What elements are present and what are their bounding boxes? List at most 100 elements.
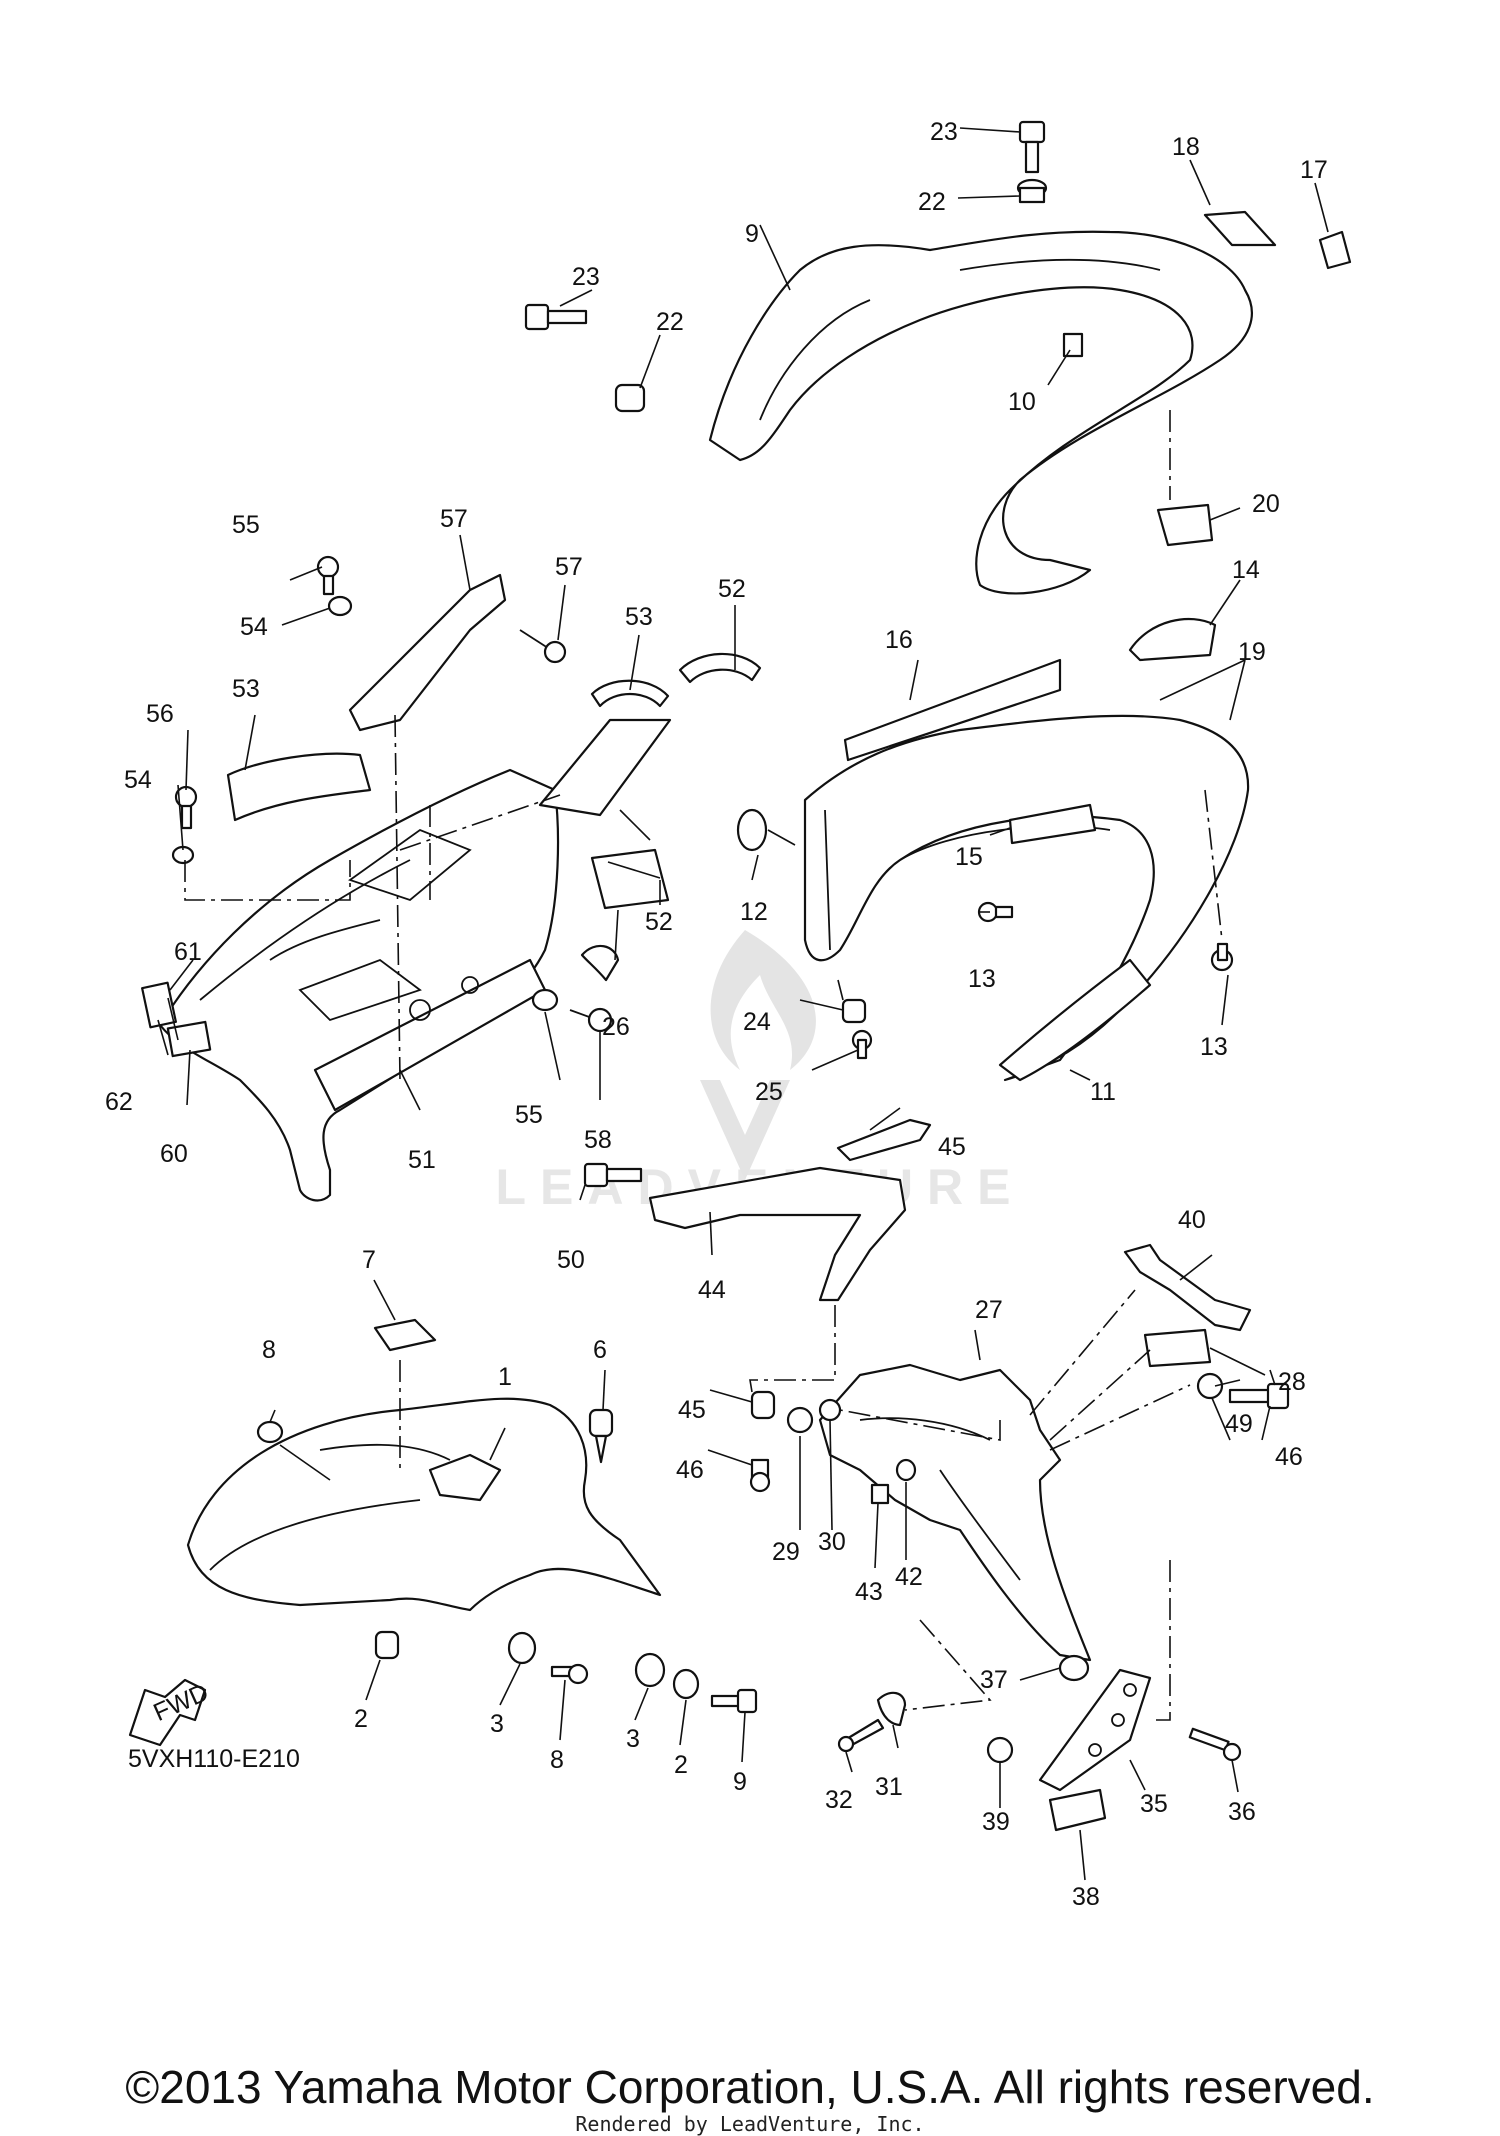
callout-38: 39 <box>982 1808 1010 1836</box>
bolt-55-top <box>316 555 340 596</box>
callout-24: 24 <box>743 1008 771 1036</box>
bracket-33-34 <box>1038 1668 1152 1792</box>
collar-22-top <box>1016 178 1048 204</box>
callout-54-mid: 55 <box>515 1101 543 1129</box>
callout-56: 57 <box>440 505 468 533</box>
cover-45 <box>836 1118 932 1162</box>
callout-10: 10 <box>1008 388 1036 416</box>
callout-31: 31 <box>875 1773 903 1801</box>
plate-52 <box>538 718 672 817</box>
seat-cowling-11 <box>803 714 1250 1082</box>
callout-11: 11 <box>1090 1078 1116 1106</box>
rendered-by-text: Rendered by LeadVenture, Inc. <box>575 2112 925 2136</box>
bolt-23-left <box>524 303 588 331</box>
callout-23-left: 23 <box>572 263 600 291</box>
bolt-7 <box>710 1688 758 1714</box>
damper-21 <box>1156 503 1214 547</box>
callout-7: 9 <box>733 1768 747 1796</box>
callout-35: 36 <box>1228 1798 1256 1826</box>
damper-12 <box>736 808 768 852</box>
callout-57-mid: 58 <box>584 1126 612 1154</box>
grommet-3-left <box>507 1631 537 1665</box>
washer-54-mid <box>531 988 559 1012</box>
callout-44: 46 <box>676 1456 704 1484</box>
callout-23-top: 23 <box>930 118 958 146</box>
nut-38 <box>986 1736 1014 1764</box>
strip-17 <box>843 658 1062 762</box>
callout-22-left: 22 <box>656 308 684 336</box>
callout-27: 27 <box>975 1296 1003 1324</box>
callout-8: 8 <box>262 1336 276 1364</box>
cap-18 <box>1318 230 1352 270</box>
callout-4: 6 <box>593 1336 607 1364</box>
clamp-31 <box>876 1691 907 1727</box>
callout-59: 61 <box>174 938 202 966</box>
callout-25: 25 <box>755 1078 783 1106</box>
callout-50: 52 <box>718 575 746 603</box>
callout-42: 44 <box>698 1276 726 1304</box>
fwd-arrow: FWD <box>128 1678 213 1747</box>
screw-32 <box>837 1718 885 1753</box>
callout-47: 49 <box>1225 1410 1253 1438</box>
nut-8 <box>256 1420 284 1444</box>
callout-48: 50 <box>557 1246 585 1274</box>
nut-10 <box>1062 332 1084 358</box>
plate-5 <box>373 1318 437 1352</box>
band-51 <box>590 679 670 708</box>
copyright-text: ©2013 Yamaha Motor Corporation, U.S.A. A… <box>125 2061 1375 2113</box>
clip-26 <box>580 944 620 982</box>
callout-32: 32 <box>825 1786 853 1814</box>
nut-29 <box>786 1406 814 1434</box>
washer-54-top <box>327 595 353 617</box>
callout-6: 8 <box>550 1746 564 1774</box>
callout-19: 18 <box>1172 133 1200 161</box>
callout-28: 28 <box>1278 1368 1306 1396</box>
diagram-code: 5VXH110-E210 <box>128 1745 300 1773</box>
bolt-44 <box>749 1458 771 1493</box>
callout-labels: 23 22 9 23 22 18 17 10 20 14 19 16 15 12… <box>105 118 1328 1911</box>
callout-57-top: 57 <box>555 553 583 581</box>
callout-20: 19 <box>1238 638 1266 666</box>
callout-16: 15 <box>955 843 983 871</box>
callout-51: 53 <box>625 603 653 631</box>
rear-fender-27 <box>818 1363 1092 1662</box>
pad-19 <box>1203 210 1277 247</box>
callout-18: 17 <box>1300 156 1328 184</box>
strip-16 <box>1008 803 1097 845</box>
band-50 <box>678 652 762 684</box>
callout-1: 1 <box>498 1363 512 1391</box>
dashed-lines <box>184 410 1223 1721</box>
inner-fender-49 <box>158 768 560 1202</box>
callout-49: 51 <box>408 1146 436 1174</box>
label-58-59-60 <box>141 981 212 1058</box>
washer-47 <box>1196 1372 1224 1400</box>
callout-2-right: 2 <box>674 1751 688 1779</box>
callout-14: 13 <box>968 965 996 993</box>
leader-lines <box>157 127 1329 1881</box>
callout-26: 26 <box>602 1013 630 1041</box>
bracket-39 <box>1123 1243 1252 1332</box>
callout-53: 53 <box>232 675 260 703</box>
callout-37: 38 <box>1072 1883 1100 1911</box>
callout-39: 40 <box>1178 1206 1206 1234</box>
callout-2-left: 2 <box>354 1705 368 1733</box>
collar-22-left <box>614 383 646 413</box>
callout-52: 52 <box>645 908 673 936</box>
pad-15 <box>1128 617 1217 662</box>
bolt-13 <box>1210 942 1234 972</box>
washer-30 <box>818 1398 842 1422</box>
bolt-23-top <box>1018 120 1046 174</box>
callout-41: 43 <box>855 1578 883 1606</box>
callout-36: 37 <box>980 1666 1008 1694</box>
callout-9: 9 <box>745 220 759 248</box>
screw-6 <box>550 1663 589 1685</box>
bracket-56 <box>348 573 507 732</box>
label-61-62 <box>590 848 670 910</box>
nut-41 <box>870 1483 890 1505</box>
callout-17: 16 <box>885 626 913 654</box>
callout-43: 45 <box>678 1396 706 1424</box>
callout-3-right: 3 <box>626 1725 640 1753</box>
reflector-28 <box>1143 1328 1212 1368</box>
screw-25 <box>851 1029 873 1060</box>
